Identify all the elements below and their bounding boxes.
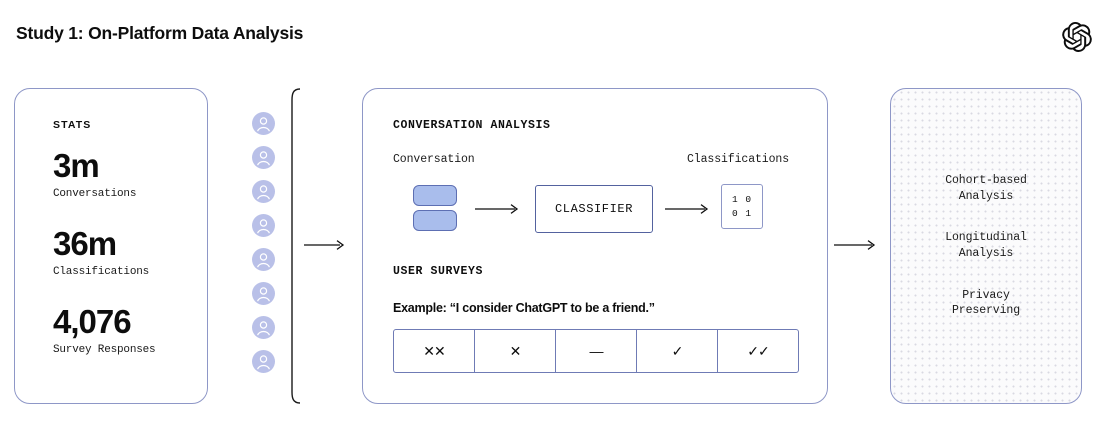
page-title: Study 1: On-Platform Data Analysis — [16, 23, 304, 43]
stat-label: Classifications — [53, 266, 150, 278]
user-avatar-icon — [252, 146, 275, 169]
matrix-row: 1 0 — [731, 193, 753, 205]
likert-option-agree[interactable]: ✓ — [637, 330, 718, 372]
stat-item-conversations: 3m Conversations — [53, 149, 136, 200]
user-avatar-icon — [252, 282, 275, 305]
openai-logo-icon — [1062, 22, 1092, 53]
message-bubble-icon — [413, 185, 457, 206]
classification-matrix: 1 0 0 1 — [721, 184, 763, 229]
likert-scale: ✕✕ ✕ — ✓ ✓✓ — [393, 329, 799, 373]
arrow-right-icon — [834, 238, 882, 257]
grouping-bracket-icon — [288, 88, 304, 404]
user-surveys-heading: USER SURVEYS — [393, 265, 484, 278]
matrix-row: 0 1 — [731, 207, 753, 219]
message-bubble-group — [413, 185, 457, 231]
likert-option-neutral[interactable]: — — [556, 330, 637, 372]
stat-value: 36m — [53, 225, 117, 262]
outcome-longitudinal-analysis: Longitudinal Analysis — [945, 231, 1027, 260]
conversation-source-label: Conversation — [393, 153, 475, 166]
user-avatar-icon — [252, 248, 275, 271]
stat-value: 3m — [53, 147, 100, 184]
user-avatar-icon — [252, 214, 275, 237]
user-avatar-icon — [252, 112, 275, 135]
classifier-box[interactable]: CLASSIFIER — [535, 185, 653, 233]
user-avatar-icon — [252, 350, 275, 373]
message-bubble-icon — [413, 210, 457, 231]
outcome-cohort-based-analysis: Cohort-based Analysis — [945, 174, 1027, 203]
likert-option-strongly-disagree[interactable]: ✕✕ — [394, 330, 475, 372]
likert-option-strongly-agree[interactable]: ✓✓ — [747, 342, 769, 359]
conversation-analysis-heading: CONVERSATION ANALYSIS — [393, 119, 551, 132]
stats-panel: STATS 3m Conversations 36m Classificatio… — [14, 88, 208, 404]
stats-heading: STATS — [53, 119, 92, 131]
arrow-right-icon — [304, 238, 348, 257]
arrow-right-icon — [665, 202, 713, 221]
outcomes-panel: Cohort-based Analysis Longitudinal Analy… — [890, 88, 1082, 404]
stat-item-classifications: 36m Classifications — [53, 227, 149, 278]
arrow-right-icon — [475, 202, 523, 221]
survey-example-text: Example: “I consider ChatGPT to be a fri… — [393, 301, 655, 315]
outcome-privacy-preserving: Privacy Preserving — [951, 288, 1020, 318]
likert-option-disagree[interactable]: ✕ — [475, 330, 556, 372]
user-avatar-icon — [252, 180, 275, 203]
stat-item-survey-responses: 4,076 Survey Responses — [53, 303, 156, 356]
stat-label: Survey Responses — [53, 344, 156, 356]
conversation-analysis-panel: CONVERSATION ANALYSIS Conversation Class… — [362, 88, 828, 404]
stat-label: Conversations — [53, 188, 137, 200]
user-avatars-column — [252, 112, 286, 373]
user-avatar-icon — [252, 316, 275, 339]
stat-value: 4,076 — [53, 303, 132, 340]
classifications-output-label: Classifications — [687, 153, 790, 166]
